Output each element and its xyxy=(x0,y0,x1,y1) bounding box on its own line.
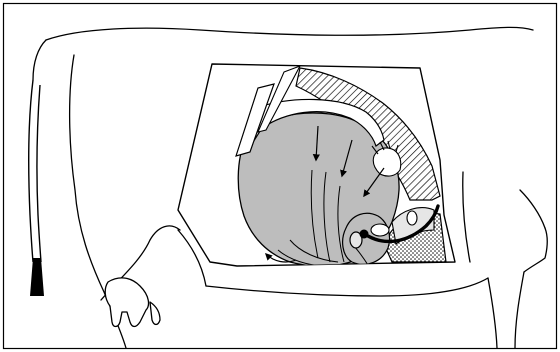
clamp-marker xyxy=(360,230,369,239)
